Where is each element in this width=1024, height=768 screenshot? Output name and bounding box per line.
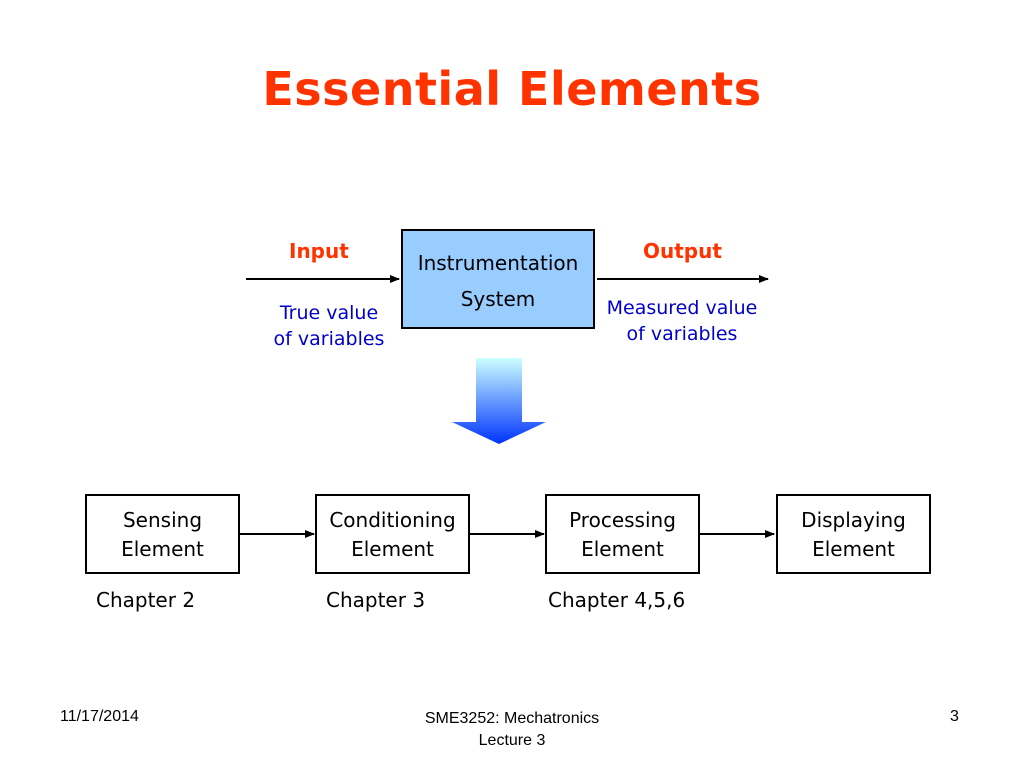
output-label: Output xyxy=(643,239,722,263)
element-line2: Element xyxy=(581,537,664,561)
element-line2: Element xyxy=(812,537,895,561)
footer-course-line1: SME3252: Mechatronics xyxy=(424,710,600,727)
down-arrow-icon xyxy=(452,358,546,444)
footer-date: 11/17/2014 xyxy=(60,708,139,725)
element-line1: Sensing xyxy=(122,508,203,532)
output-desc-line1: Measured value xyxy=(606,297,758,319)
chapter-label-sensing: Chapter 2 xyxy=(96,588,196,612)
slide-title: Essential Elements xyxy=(262,62,762,116)
element-line2: Element xyxy=(121,537,204,561)
footer-course: SME3252: Mechatronics Lecture 3 xyxy=(402,708,622,752)
processing-element-box: Processing Element xyxy=(545,494,700,574)
chapter-label-conditioning: Chapter 3 xyxy=(326,588,426,612)
conditioning-element-box: Conditioning Element xyxy=(315,494,470,574)
output-description: Measured value of variables xyxy=(597,295,767,347)
chapter-label-processing: Chapter 4,5,6 xyxy=(548,588,686,612)
element-line1: Processing xyxy=(569,508,676,532)
input-label: Input xyxy=(289,239,349,263)
input-description: True value of variables xyxy=(262,300,396,352)
instrumentation-system-box: Instrumentation System xyxy=(401,229,595,329)
system-box-line2: System xyxy=(460,287,536,311)
sensing-element-box: Sensing Element xyxy=(85,494,240,574)
input-desc-line2: of variables xyxy=(273,328,385,350)
element-line1: Conditioning xyxy=(329,508,456,532)
system-box-line1: Instrumentation xyxy=(417,251,579,275)
element-line1: Displaying xyxy=(801,508,906,532)
displaying-element-box: Displaying Element xyxy=(776,494,931,574)
footer-course-line2: Lecture 3 xyxy=(478,732,546,749)
input-desc-line1: True value xyxy=(279,302,379,324)
output-desc-line2: of variables xyxy=(626,323,738,345)
element-line2: Element xyxy=(351,537,434,561)
footer-page-number: 3 xyxy=(950,708,959,725)
